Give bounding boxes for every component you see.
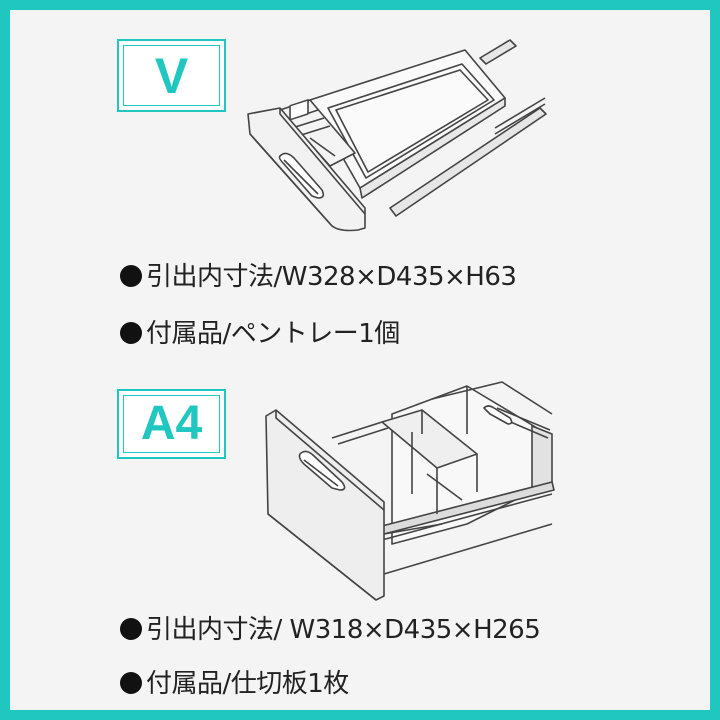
- spec-text: 引出内寸法/W328×D435×H63: [146, 262, 517, 292]
- spec-accessory: 付属品/ペントレー1個: [120, 313, 400, 350]
- badge-v: V: [117, 39, 226, 112]
- spec-inner-dimensions: 引出内寸法/ W318×D435×H265: [120, 609, 541, 646]
- bullet-icon: [120, 265, 142, 287]
- badge-label: A4: [140, 397, 203, 450]
- spec-text: 引出内寸法/ W318×D435×H265: [146, 615, 541, 645]
- spec-inner-dimensions: 引出内寸法/W328×D435×H63: [120, 256, 517, 293]
- shallow-drawer-illustration: [247, 39, 547, 232]
- spec-text: 付属品/仕切板1枚: [146, 669, 349, 699]
- badge-inner-border: [123, 45, 220, 106]
- bullet-icon: [120, 322, 142, 344]
- spec-accessory: 付属品/仕切板1枚: [120, 663, 349, 700]
- bullet-icon: [120, 618, 142, 640]
- spec-text: 付属品/ペントレー1個: [146, 319, 400, 349]
- badge-a4: A4: [117, 389, 226, 459]
- badge-label: V: [154, 47, 189, 104]
- deep-drawer-illustration: [265, 381, 555, 601]
- badge-inner-border: [123, 395, 220, 453]
- bullet-icon: [120, 672, 142, 694]
